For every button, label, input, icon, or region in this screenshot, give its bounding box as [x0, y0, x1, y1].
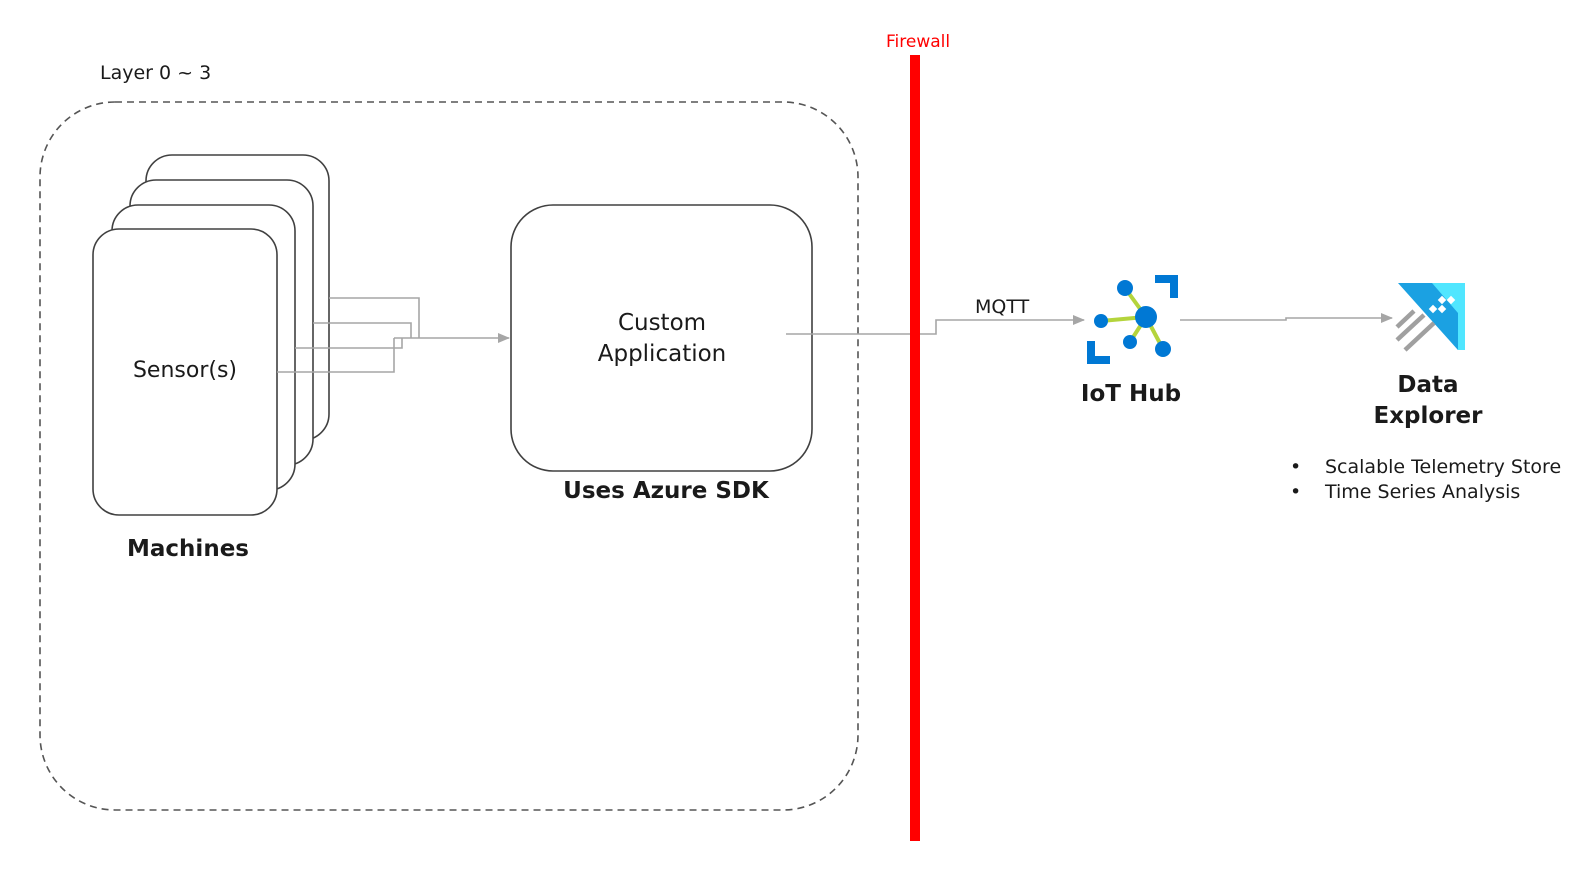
layer-label: Layer 0 ~ 3 — [100, 62, 212, 84]
custom-application-box — [510, 204, 813, 472]
feature-item: • Time Series Analysis — [1290, 480, 1561, 505]
custom-application-label: Custom Application — [511, 308, 813, 370]
custom-application-line2: Application — [597, 341, 727, 367]
ingest-connector — [1180, 313, 1393, 323]
feature-text: Time Series Analysis — [1325, 481, 1521, 503]
mqtt-label: MQTT — [975, 296, 1030, 318]
firewall-label: Firewall — [886, 32, 951, 52]
feature-text: Scalable Telemetry Store — [1325, 456, 1562, 478]
machine-stack — [92, 154, 330, 516]
layer-boundary — [39, 101, 859, 811]
bullet-glyph: • — [1290, 456, 1302, 478]
data-explorer-icon — [1395, 283, 1465, 352]
data-explorer-line1: Data — [1397, 372, 1459, 398]
azure-sdk-caption: Uses Azure SDK — [563, 478, 769, 504]
iot-hub-label: IoT Hub — [1080, 381, 1182, 407]
machines-caption: Machines — [127, 536, 249, 562]
feature-item: • Scalable Telemetry Store — [1290, 455, 1561, 480]
data-explorer-label: Data Explorer — [1358, 370, 1498, 432]
data-explorer-line2: Explorer — [1373, 403, 1483, 429]
data-explorer-features: • Scalable Telemetry Store • Time Series… — [1290, 455, 1561, 505]
bullet-glyph: • — [1290, 481, 1302, 503]
iot-hub-icon — [1087, 275, 1178, 364]
mqtt-connector — [786, 315, 1085, 335]
sensor-label: Sensor(s) — [132, 358, 238, 383]
custom-application-line1: Custom — [617, 310, 707, 336]
machine-connectors — [277, 297, 510, 373]
